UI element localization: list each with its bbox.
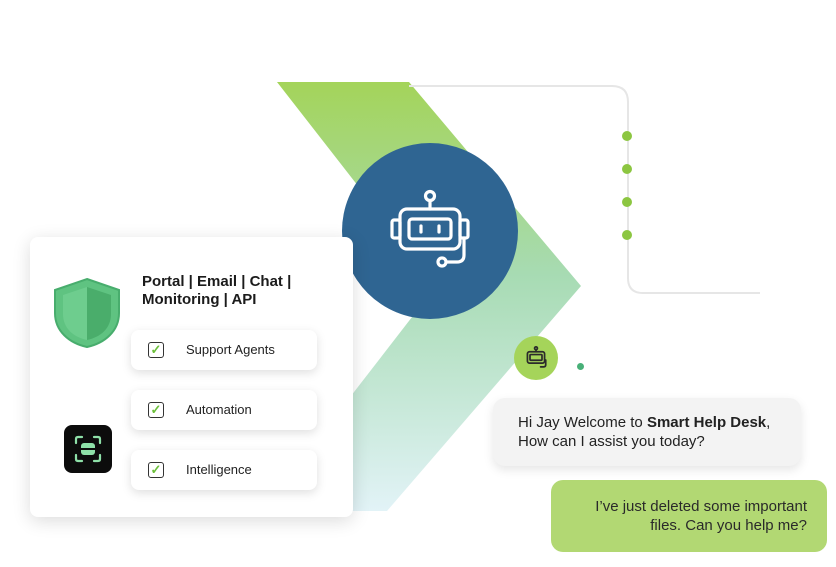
typing-indicator-dot: [577, 363, 584, 370]
checkmark-icon: ✓: [148, 402, 164, 418]
channels-title: Portal | Email | Chat | Monitoring | API: [142, 273, 292, 308]
robot-icon: [526, 346, 547, 368]
brand-name: Smart Help Desk: [646, 414, 767, 431]
hero-robot-badge: [342, 143, 518, 319]
robot-icon: [390, 189, 470, 268]
shield-icon: [54, 277, 120, 349]
feature-item-support-agents: ✓ Support Agents: [131, 330, 317, 370]
feature-label: Support Agents: [186, 342, 275, 357]
checkmark-icon: ✓: [148, 342, 164, 358]
feature-item-intelligence: ✓ Intelligence: [131, 450, 317, 490]
feature-item-automation: ✓ Automation: [131, 390, 317, 430]
bot-message-text: Hi Jay Welcome to: [518, 414, 647, 431]
timeline-dot: [622, 164, 632, 174]
checkmark-icon: ✓: [148, 462, 164, 478]
face-scan-icon: [74, 435, 102, 463]
face-scan-badge: [64, 425, 112, 473]
timeline-dot: [622, 131, 632, 141]
bot-message-text-end: , How can I assist you today?: [518, 414, 771, 450]
feature-label: Intelligence: [186, 462, 252, 477]
feature-label: Automation: [186, 402, 252, 417]
timeline-dot: [622, 197, 632, 207]
bot-avatar: [514, 336, 558, 380]
timeline-dot: [622, 230, 632, 240]
timeline-line: [409, 85, 760, 294]
user-message-text: I’ve just deleted some important files. …: [595, 498, 807, 534]
bot-message-bubble: Hi Jay Welcome to Smart Help Desk, How c…: [493, 398, 801, 466]
features-card: Portal | Email | Chat | Monitoring | API…: [30, 237, 353, 517]
user-message-bubble: I’ve just deleted some important files. …: [551, 480, 827, 552]
